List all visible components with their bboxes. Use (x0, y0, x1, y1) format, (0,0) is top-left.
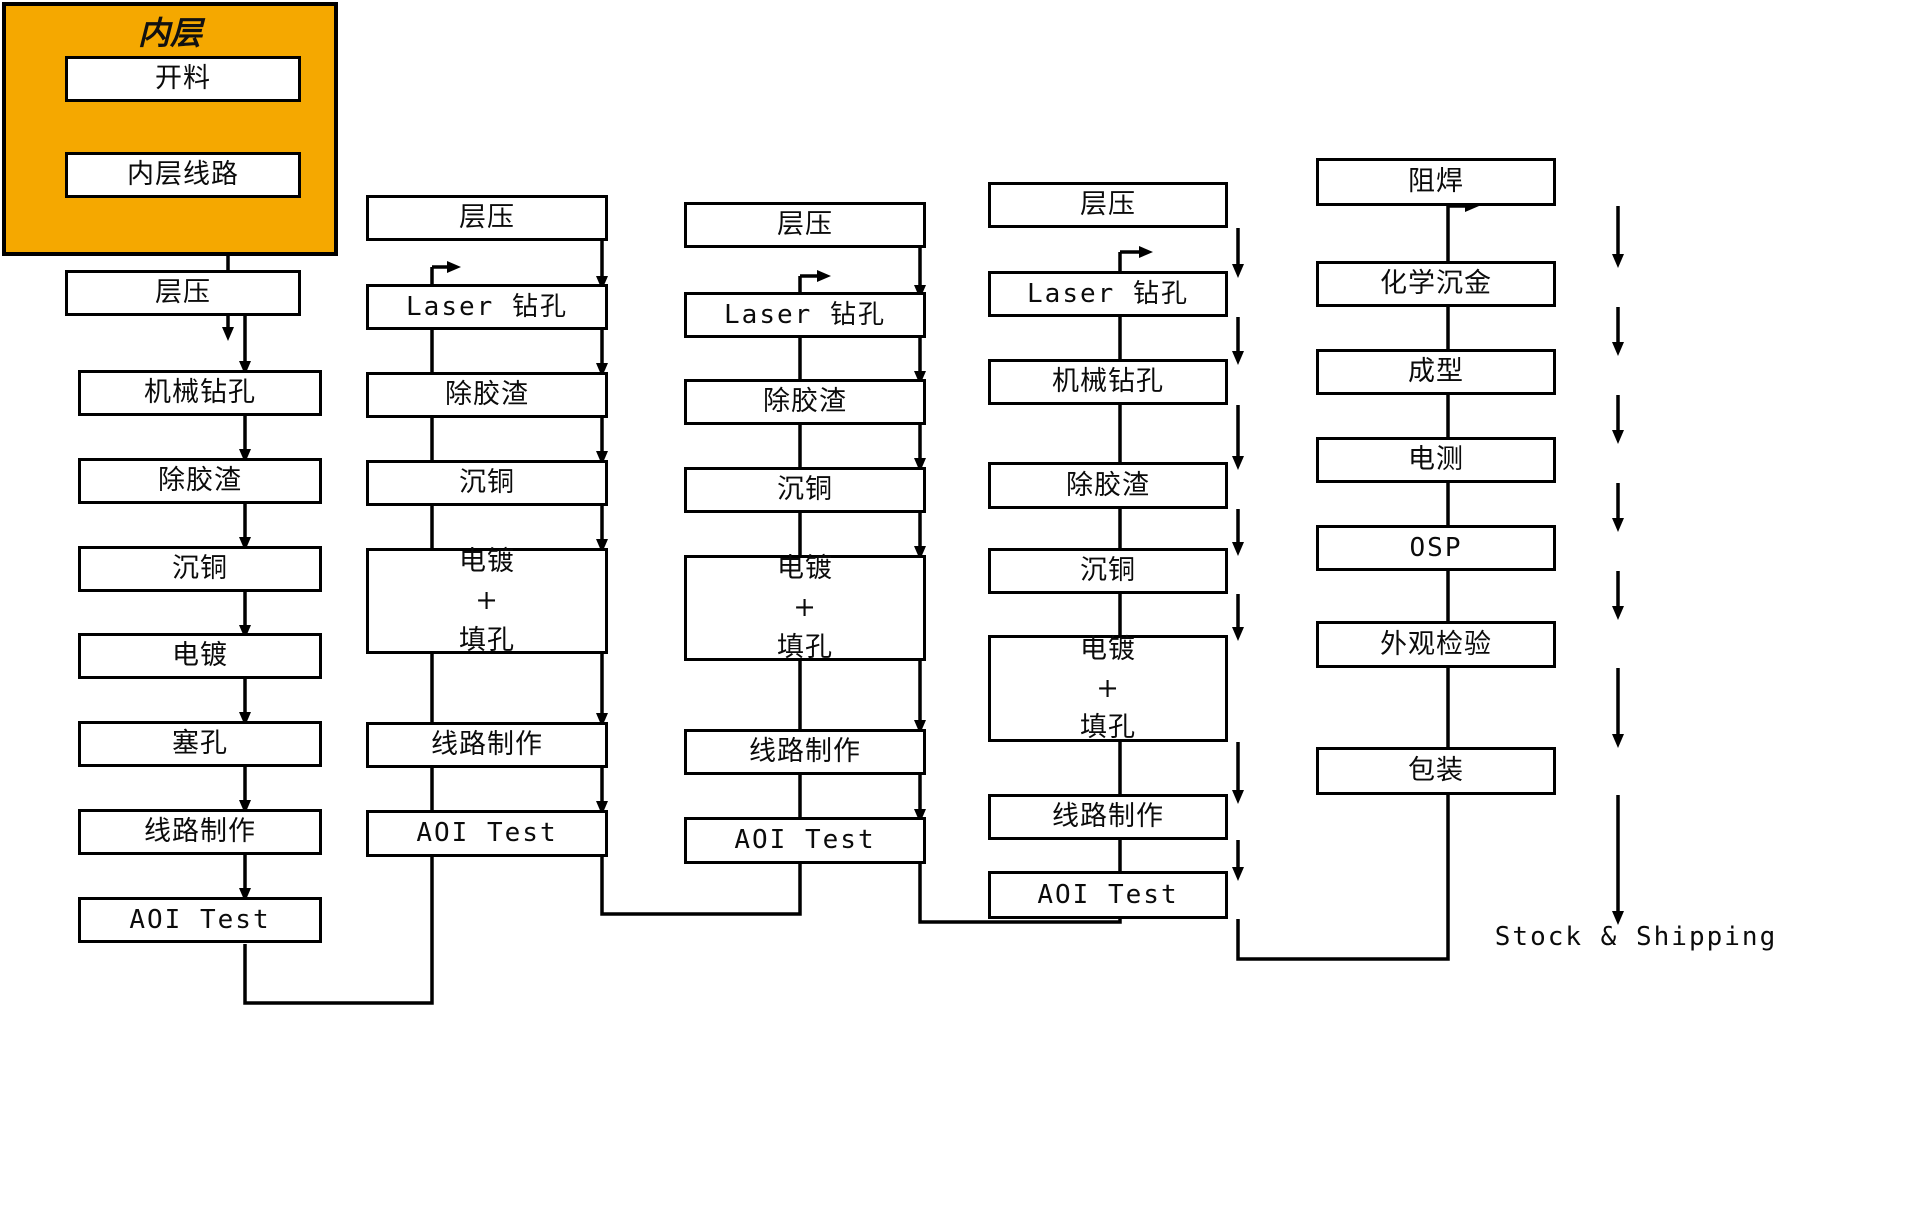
node-c3-cengya[interactable]: 层压 (684, 202, 926, 248)
node-line: 电镀 (777, 553, 833, 585)
node-c2-laser-zuankong[interactable]: Laser 钻孔 (366, 284, 608, 330)
node-c4-aoi-test[interactable]: AOI Test (988, 871, 1228, 919)
node-c4-xianlu-zhizuo[interactable]: 线路制作 (988, 794, 1228, 840)
node-c1-cengya[interactable]: 层压 (65, 270, 301, 316)
node-c2-diandu-tiankong[interactable]: 电镀 + 填孔 (366, 546, 608, 656)
node-kailiao[interactable]: 开料 (65, 56, 301, 102)
node-c5-huaxue-chenjin[interactable]: 化学沉金 (1316, 261, 1556, 307)
node-c2-chujiaozha[interactable]: 除胶渣 (366, 372, 608, 418)
node-c1-xianlu-zhizuo[interactable]: 线路制作 (78, 809, 322, 855)
node-neiceng-xianlu[interactable]: 内层线路 (65, 152, 301, 198)
node-c3-diandu-tiankong[interactable]: 电镀 + 填孔 (684, 553, 926, 663)
node-c2-chentong[interactable]: 沉铜 (366, 460, 608, 506)
node-line: 填孔 (459, 624, 515, 656)
node-c2-xianlu-zhizuo[interactable]: 线路制作 (366, 722, 608, 768)
node-c5-waiguan-jianyan[interactable]: 外观检验 (1316, 621, 1556, 668)
node-c3-chentong[interactable]: 沉铜 (684, 467, 926, 513)
node-c1-aoi-test[interactable]: AOI Test (78, 897, 322, 943)
node-line: + (793, 592, 817, 624)
node-line: 电镀 (1080, 633, 1136, 665)
node-c2-aoi-test[interactable]: AOI Test (366, 810, 608, 857)
node-c1-jixie-zuankong[interactable]: 机械钻孔 (78, 370, 322, 416)
node-c4-chentong[interactable]: 沉铜 (988, 548, 1228, 594)
inner-layer-group-label: 内层 (137, 14, 202, 52)
node-c1-chujiaozha[interactable]: 除胶渣 (78, 458, 322, 504)
node-c5-osp[interactable]: OSP (1316, 525, 1556, 571)
node-c4-jixie-zuankong[interactable]: 机械钻孔 (988, 359, 1228, 405)
node-c5-diance[interactable]: 电测 (1316, 437, 1556, 483)
terminal-stock-and-shipping: Stock & Shipping (1494, 922, 1778, 952)
node-c4-cengya[interactable]: 层压 (988, 182, 1228, 228)
node-c1-chentong[interactable]: 沉铜 (78, 546, 322, 592)
node-c2-cengya[interactable]: 层压 (366, 195, 608, 241)
node-c3-chujiaozha[interactable]: 除胶渣 (684, 379, 926, 425)
node-line: 电镀 (459, 546, 515, 578)
node-c3-laser-zuankong[interactable]: Laser 钻孔 (684, 292, 926, 338)
node-c5-chengxing[interactable]: 成型 (1316, 349, 1556, 395)
node-c4-laser-zuankong[interactable]: Laser 钻孔 (988, 271, 1228, 317)
node-c5-zuhan[interactable]: 阻焊 (1316, 158, 1556, 206)
node-c4-chujiaozha[interactable]: 除胶渣 (988, 462, 1228, 509)
node-c1-diandu[interactable]: 电镀 (78, 633, 322, 679)
node-c4-diandu-tiankong[interactable]: 电镀 + 填孔 (988, 634, 1228, 743)
node-line: 填孔 (1080, 712, 1136, 744)
node-c5-baozhuang[interactable]: 包装 (1316, 747, 1556, 795)
node-c3-aoi-test[interactable]: AOI Test (684, 817, 926, 864)
node-line: + (1096, 672, 1120, 704)
node-line: + (475, 585, 499, 617)
inner-layer-group-panel (2, 2, 338, 256)
node-c1-saikong[interactable]: 塞孔 (78, 721, 322, 767)
node-line: 填孔 (777, 631, 833, 663)
node-c3-xianlu-zhizuo[interactable]: 线路制作 (684, 729, 926, 775)
